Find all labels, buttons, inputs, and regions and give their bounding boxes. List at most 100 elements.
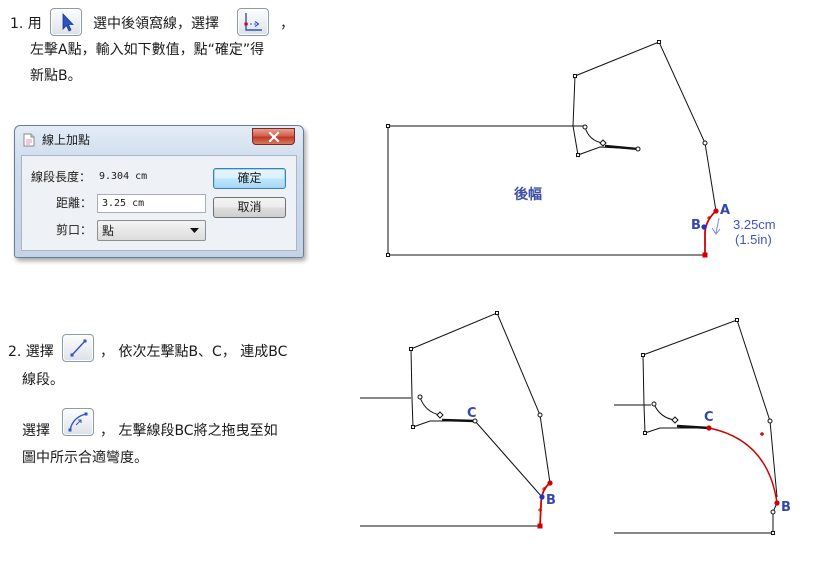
red-armhole-segment [704,210,717,255]
add-point-on-line-dialog: 線上加點 線段長度： 9.304 cm 確定 距離： 取消 剪口： 點 [14,125,304,258]
back-neck-curve [419,396,441,416]
curve-tool-button[interactable] [62,408,94,436]
line-tool-button[interactable] [62,334,94,362]
curve-control-point [760,432,764,436]
corner-marker [409,347,413,351]
curve-point [635,146,641,152]
diagram-curve-bc [614,318,780,535]
select-tool-button[interactable] [50,8,82,36]
segment-length-value: 9.304 cm [99,171,148,182]
add-point-on-line-icon [244,13,262,31]
corner-marker [386,253,390,257]
step1-prefix: 1. 用 [10,16,42,32]
neck-inner-line [410,348,414,428]
armhole-lower-line [772,502,778,533]
line-segment-icon [70,339,87,357]
step2b-text: ， 左擊線段BC將之拖曳至如 [100,423,278,439]
distance-in-label: (1.5in) [735,232,772,247]
step1-comma: ， [280,16,294,32]
dialog-title: 線上加點 [42,133,91,147]
curve-tick [707,216,711,220]
shoulder-armhole-line [574,41,717,212]
curve-bc [708,427,778,504]
point-b-label: B [546,493,556,508]
corner-marker [657,40,661,44]
point-b-dot [539,494,545,500]
point-a-dot [547,480,553,486]
control-diamond [599,139,607,147]
back-neck-curve [653,403,676,421]
segment-bc [474,420,543,498]
point-a-dot [713,208,719,214]
curve-point [767,418,773,424]
bend-curve-icon [68,412,88,432]
red-end-marker [702,252,708,258]
shoulder-armhole-line [642,319,778,498]
curve-point [770,509,776,515]
distance-label: 距離： [56,196,93,210]
point-b-dot [774,500,780,506]
step2b-line2: 圖中所示合適彎度。 [22,450,148,466]
curve-point [582,124,588,130]
point-c-label: C [467,406,477,421]
shoulder-armhole-line [410,312,551,484]
step1-line2: 左擊A點，輸入如下數值，點“確定”得 [30,42,265,58]
neck-lower-line [644,427,709,434]
chevron-down-icon [190,228,199,233]
notch-select-value: 點 [102,224,115,238]
corner-marker [771,531,775,535]
measure-arrow [711,217,721,235]
red-end-marker [537,523,543,529]
distance-field[interactable] [97,194,206,213]
curve-point [417,394,423,400]
neck-inner-line [572,75,579,156]
document-icon [23,133,35,147]
corner-marker [573,74,577,78]
ok-button[interactable]: 確定 [213,168,286,189]
notch-select[interactable]: 點 [97,220,206,241]
neck-inner-line [642,354,646,434]
diagram-line-bc [360,311,553,529]
cancel-button[interactable]: 取消 [213,197,286,218]
step1-text: 選中後領窩線，選擇 [93,16,219,32]
point-b-label: B [781,500,791,515]
curve-point [537,412,543,418]
point-c-label: C [704,410,714,425]
corner-marker [495,311,499,315]
corner-marker [735,318,739,322]
neck-lower-line-thick [604,144,639,151]
corner-marker [643,431,647,435]
corner-marker [411,425,415,429]
point-b-dot [701,224,707,230]
curve-tick [538,487,546,512]
distance-cm-label: 3.25cm [733,217,776,232]
notch-label: 剪口： [56,223,93,237]
step2-line2: 線段。 [22,372,64,388]
panel-label: 後幅 [514,186,542,203]
pointer-icon [62,13,74,32]
step2-text: ， 依次左擊點B、C， 連成BC [100,344,288,360]
close-button[interactable] [252,128,295,145]
neck-lower-line-thick [441,418,476,423]
control-diamond [671,416,679,424]
point-a-label: A [720,203,730,218]
step1-line3: 新點B。 [30,68,82,84]
corner-marker [386,124,390,128]
add-point-tool-button[interactable] [237,8,269,36]
corner-marker [641,353,645,357]
curve-point [651,401,657,407]
step2-prefix: 2. 選擇 [8,344,54,360]
point-c-dot [706,425,712,431]
panel-outline [387,125,705,256]
back-neck-curve [584,126,604,144]
segment-length-label: 線段長度： [31,170,92,184]
corner-marker [576,153,580,157]
close-icon [268,132,280,142]
curve-point [702,140,708,146]
point-c-dot [472,418,478,424]
point-b-label: B [691,218,701,233]
step2b-prefix: 選擇 [22,423,50,439]
neck-lower-line-thick [676,424,710,430]
